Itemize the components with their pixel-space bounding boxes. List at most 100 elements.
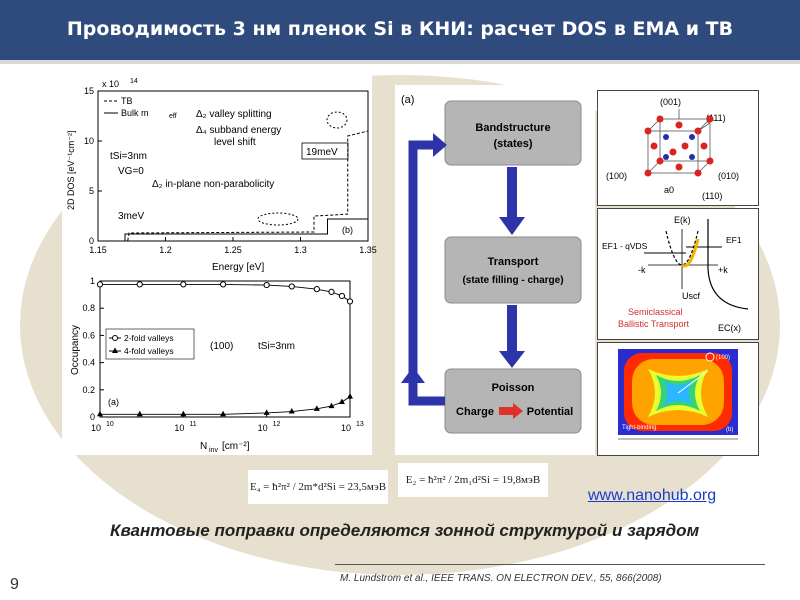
occupancy-y-tick-label: 0.6 xyxy=(82,330,95,340)
occupancy-tsi: tSi=3nm xyxy=(258,341,295,352)
point-4fold xyxy=(263,409,270,415)
bandstructure-sub: (states) xyxy=(493,138,532,150)
feedback-loop-head-1 xyxy=(433,133,447,157)
crystal-label-111: (111) xyxy=(706,113,726,123)
conduction-band-profile xyxy=(707,219,749,310)
point-2fold xyxy=(263,281,270,289)
point-2fold xyxy=(328,288,335,295)
dos-exponent-power: 14 xyxy=(130,78,138,85)
transport-title: Transport xyxy=(488,256,539,268)
point-4fold xyxy=(220,410,227,417)
flow-panel-label: (a) xyxy=(401,94,414,106)
occupancy-xlabel-sub: inv xyxy=(209,447,218,454)
point-2fold xyxy=(288,283,295,290)
feedback-loop-head-2 xyxy=(401,367,425,383)
point-4fold xyxy=(180,410,187,417)
occupancy-y-ticks: 00.20.40.60.81 xyxy=(82,276,104,422)
occupancy-x-tick-exponent: 11 xyxy=(189,421,196,428)
crystal-atoms xyxy=(644,115,714,177)
charge-to-potential-arrow xyxy=(499,403,523,419)
series-2fold-line xyxy=(100,283,351,302)
arrow-down-1-head xyxy=(499,217,525,235)
legend-2fold-marker xyxy=(112,335,118,341)
ellipse-splitting xyxy=(326,111,348,129)
reference-citation: M. Lundstrom et al., IEEE TRANS. ON ELEC… xyxy=(340,573,662,584)
band-diagram: E(k) EF1 - qVDS EF1 -k +k Uscf Semiclass… xyxy=(602,215,749,333)
crystal-panel: (001) (111) (100) (010) (110) a0 xyxy=(597,90,759,206)
dos-x-tick-label: 1.3 xyxy=(294,245,307,255)
dos-x-tick-label: 1.2 xyxy=(159,245,172,255)
point-2fold xyxy=(219,281,227,288)
band-label-ec: EC(x) xyxy=(718,323,741,333)
contour-label-tb: Tight-binding xyxy=(622,425,656,431)
arrow-down-2-head xyxy=(499,351,525,368)
occupancy-panel-a: (a) xyxy=(108,397,119,407)
dos-xlabel: Energy [eV] xyxy=(212,262,264,273)
contour-label-100: (100) xyxy=(716,355,730,361)
annotation-19mev: 19meV xyxy=(306,147,338,158)
flow-diagram-panel: (a) Bandstructure (states) Transport (st… xyxy=(395,85,595,455)
annotation-subband-1: Δ₄ subband energy xyxy=(196,125,281,136)
band-label-plus-k: +k xyxy=(718,265,728,275)
band-label-minus-k: -k xyxy=(638,265,646,275)
annotation-nonparabolicity: Δ₂ in-plane non-parabolicity xyxy=(152,179,274,190)
dos-plot-panel: x 10 14 2D DOS [eV⁻¹cm⁻²] Energy [eV] 1.… xyxy=(62,75,377,275)
occupancy-x-tick-base: 10 xyxy=(258,423,268,433)
legend-4fold: 4-fold valleys xyxy=(124,346,174,356)
dos-series-bulk xyxy=(98,218,368,242)
poisson-potential: Potential xyxy=(527,406,573,418)
point-4fold xyxy=(313,405,320,411)
poisson-title: Poisson xyxy=(492,382,535,394)
nanohub-link[interactable]: www.nanohub.org xyxy=(588,487,717,504)
point-4fold xyxy=(328,402,335,409)
contour-arrow xyxy=(677,370,709,394)
occupancy-x-tick-base: 10 xyxy=(91,423,101,433)
dos-series-tb xyxy=(98,130,369,242)
band-caption-1: Semiclassical xyxy=(628,307,683,317)
contour-label-b: (b) xyxy=(726,427,733,433)
annotation-3mev: 3meV xyxy=(118,211,144,222)
point-4fold xyxy=(288,408,295,414)
occupancy-legend xyxy=(105,328,195,360)
occupancy-x-tick-exponent: 13 xyxy=(356,421,364,428)
legend-4fold-marker xyxy=(112,347,118,353)
arrow-down-1-shaft xyxy=(507,167,517,217)
transport-box xyxy=(444,236,582,304)
band-label-ef1-qvds: EF1 - qVDS xyxy=(602,241,648,251)
band-diagram-panel: E(k) EF1 - qVDS EF1 -k +k Uscf Semiclass… xyxy=(597,208,759,340)
crystal-label-100: (100) xyxy=(606,171,627,181)
crystal-label-110: (110) xyxy=(702,191,722,201)
occupancy-orientation: (100) xyxy=(210,341,233,352)
band-label-ef1: EF1 xyxy=(726,235,742,245)
formula-left: E₄ = ħ²π² / 2m*d²Si = 23,5мэВ xyxy=(248,470,388,504)
title-bar: Проводимость 3 нм пленок Si в КНИ: расче… xyxy=(0,0,800,64)
dos-y-tick-label: 5 xyxy=(89,186,94,196)
dos-x-tick-label: 1.25 xyxy=(224,245,242,255)
point-2fold xyxy=(180,281,187,288)
band-caption-2: Ballistic Transport xyxy=(618,319,690,329)
slide-title: Проводимость 3 нм пленок Si в КНИ: расче… xyxy=(66,18,734,40)
point-4fold xyxy=(338,398,345,405)
occupancy-x-tick-exponent: 10 xyxy=(106,421,114,428)
annotation-panel-b: (b) xyxy=(342,225,353,235)
dos-x-tick-label: 1.35 xyxy=(359,245,377,255)
dos-y-tick-label: 10 xyxy=(84,136,94,146)
legend-bulk: Bulk m xyxy=(121,108,149,118)
point-2fold xyxy=(136,281,143,288)
legend-bulk-sub: eff xyxy=(169,113,177,120)
point-2fold xyxy=(338,292,346,300)
point-4fold xyxy=(97,410,103,417)
slide-number: 9 xyxy=(10,576,19,593)
series-4fold-line xyxy=(100,396,351,415)
dos-chart: x 10 14 2D DOS [eV⁻¹cm⁻²] Energy [eV] 1.… xyxy=(66,78,377,273)
point-4fold xyxy=(136,410,143,417)
dos-y-tick-label: 15 xyxy=(84,86,94,96)
occupancy-xlabel: N xyxy=(200,441,207,452)
formula-right: E₂ = ħ²π² / 2m₁d²Si = 19,8мэВ xyxy=(398,463,548,497)
occupancy-x-tick-base: 10 xyxy=(174,423,184,433)
occupancy-x-tick-base: 10 xyxy=(341,423,351,433)
